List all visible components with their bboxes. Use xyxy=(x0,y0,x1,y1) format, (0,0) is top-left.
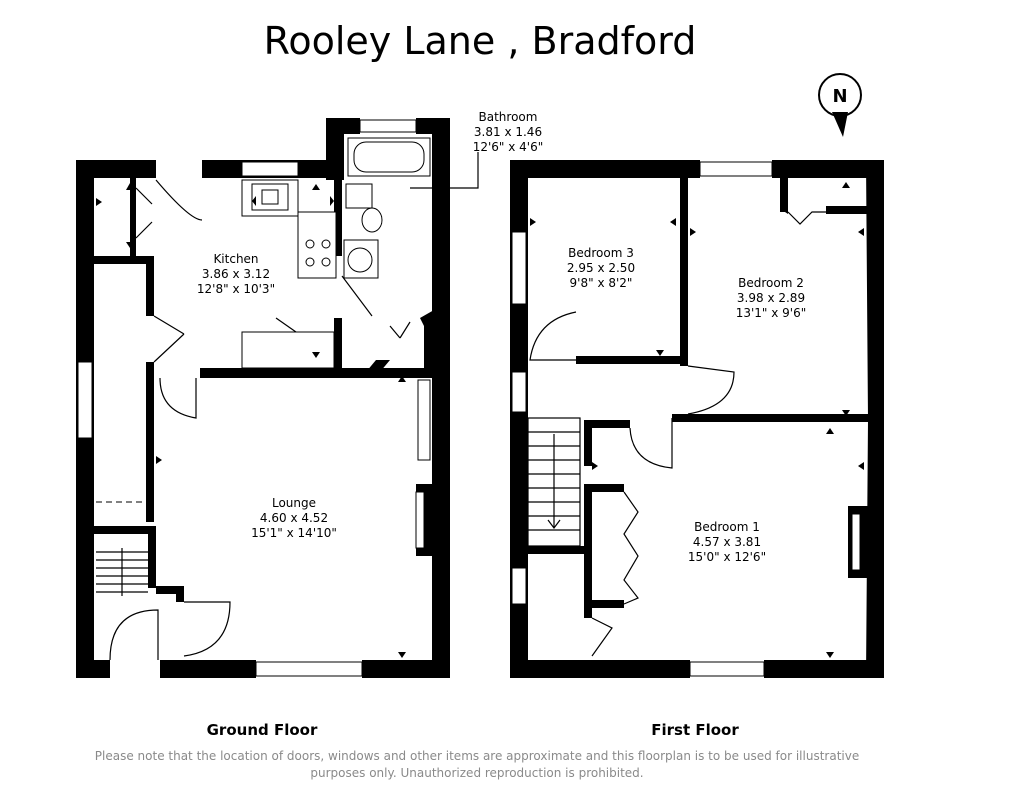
floor-label-first: First Floor xyxy=(651,721,739,739)
svg-text:4.60 x 4.52: 4.60 x 4.52 xyxy=(260,511,328,525)
svg-text:15'0" x 12'6": 15'0" x 12'6" xyxy=(688,550,766,564)
svg-text:12'6" x 4'6": 12'6" x 4'6" xyxy=(473,140,544,154)
marker-arrows xyxy=(96,182,864,658)
room-label-bedroom1: Bedroom 1 4.57 x 3.81 15'0" x 12'6" xyxy=(688,520,766,564)
svg-text:Bedroom 2: Bedroom 2 xyxy=(738,276,804,290)
room-label-lounge: Lounge 4.60 x 4.52 15'1" x 14'10" xyxy=(251,496,337,540)
svg-text:13'1" x 9'6": 13'1" x 9'6" xyxy=(736,306,807,320)
first-floor-plan xyxy=(510,160,884,678)
compass-label: N xyxy=(832,86,847,107)
compass-icon: N xyxy=(818,73,862,137)
floor-label-ground: Ground Floor xyxy=(207,721,318,739)
svg-text:Kitchen: Kitchen xyxy=(213,252,258,266)
svg-text:15'1" x 14'10": 15'1" x 14'10" xyxy=(251,526,337,540)
svg-text:12'8" x 10'3": 12'8" x 10'3" xyxy=(197,282,275,296)
svg-text:Lounge: Lounge xyxy=(272,496,316,510)
svg-text:Bathroom: Bathroom xyxy=(479,110,538,124)
disclaimer-line-2: purposes only. Unauthorized reproduction… xyxy=(310,766,643,780)
svg-text:Bedroom 3: Bedroom 3 xyxy=(568,246,634,260)
disclaimer-line-1: Please note that the location of doors, … xyxy=(95,749,859,763)
room-label-bedroom3: Bedroom 3 2.95 x 2.50 9'8" x 8'2" xyxy=(567,246,635,290)
svg-text:2.95 x 2.50: 2.95 x 2.50 xyxy=(567,261,635,275)
svg-text:Bedroom 1: Bedroom 1 xyxy=(694,520,760,534)
room-label-bathroom: Bathroom 3.81 x 1.46 12'6" x 4'6" xyxy=(473,110,544,154)
plan-title: Rooley Lane , Bradford xyxy=(264,19,697,63)
svg-text:3.86 x 3.12: 3.86 x 3.12 xyxy=(202,267,270,281)
room-label-kitchen: Kitchen 3.86 x 3.12 12'8" x 10'3" xyxy=(197,252,275,296)
ground-floor-plan xyxy=(76,118,479,678)
room-label-bedroom2: Bedroom 2 3.98 x 2.89 13'1" x 9'6" xyxy=(736,276,807,320)
svg-text:3.98 x 2.89: 3.98 x 2.89 xyxy=(737,291,805,305)
svg-text:4.57 x 3.81: 4.57 x 3.81 xyxy=(693,535,761,549)
svg-text:3.81 x 1.46: 3.81 x 1.46 xyxy=(474,125,542,139)
svg-text:9'8" x 8'2": 9'8" x 8'2" xyxy=(570,276,633,290)
